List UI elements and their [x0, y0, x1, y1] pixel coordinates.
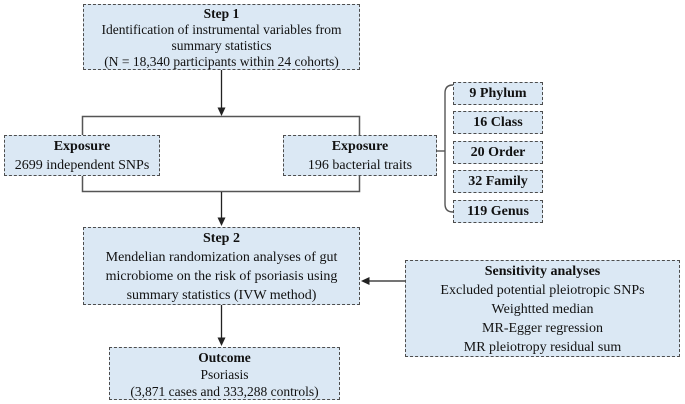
taxonomy-box-order: 20 Order	[453, 141, 543, 164]
arrow-step1-to-exposures	[217, 70, 226, 116]
step2-line: microbiome on the risk of psoriasis usin…	[105, 269, 338, 284]
outcome-box: Outcome Psoriasis (3,871 cases and 333,2…	[109, 347, 340, 400]
step2-box: Step 2 Mendelian randomization analyses …	[83, 227, 360, 305]
exposure-traits-title: Exposure	[331, 139, 389, 154]
sensitivity-line: Excluded potential pleiotropic SNPs	[440, 283, 645, 298]
sensitivity-line: Weightted median	[491, 302, 594, 317]
exposure-traits-box: Exposure 196 bacterial traits	[283, 135, 437, 176]
step2-line: Mendelian randomization analyses of gut	[105, 250, 338, 265]
step1-line: Identification of instrumental variables…	[101, 22, 342, 37]
arrow-sensitivity-to-step2	[361, 277, 405, 285]
taxonomy-box-class: 16 Class	[453, 111, 543, 134]
arrow-exposures-to-step2	[217, 192, 226, 226]
outcome-line: (3,871 cases and 333,288 controls)	[130, 384, 319, 399]
outcome-line: Psoriasis	[200, 367, 249, 382]
step2-title: Step 2	[203, 231, 240, 246]
exposure-snps-title: Exposure	[53, 139, 111, 154]
exposure-traits-line: 196 bacterial traits	[307, 158, 413, 173]
taxonomy-bracket	[437, 84, 454, 213]
step1-box: Step 1 Identification of instrumental va…	[83, 4, 360, 70]
step1-title: Step 1	[203, 6, 240, 21]
step2-line: summary statistics (IVW method)	[126, 288, 317, 303]
step1-line: summary statistics	[171, 38, 272, 53]
sensitivity-box: Sensitivity analyses Excluded potential …	[405, 260, 680, 357]
sensitivity-line: MR pleiotropy residual sum	[463, 340, 622, 355]
exposure-snps-line: 2699 independent SNPs	[14, 158, 150, 173]
exposure-snps-box: Exposure 2699 independent SNPs	[4, 135, 160, 176]
sensitivity-title: Sensitivity analyses	[484, 264, 601, 279]
sensitivity-line: MR-Egger regression	[482, 321, 603, 336]
outcome-title: Outcome	[198, 350, 251, 365]
step1-line: (N = 18,340 participants within 24 cohor…	[104, 54, 339, 69]
arrow-step2-to-outcome	[217, 305, 226, 346]
taxonomy-box-family: 32 Family	[453, 170, 543, 193]
taxonomy-box-phylum: 9 Phylum	[453, 82, 543, 105]
taxonomy-box-genus: 119 Genus	[453, 200, 543, 223]
